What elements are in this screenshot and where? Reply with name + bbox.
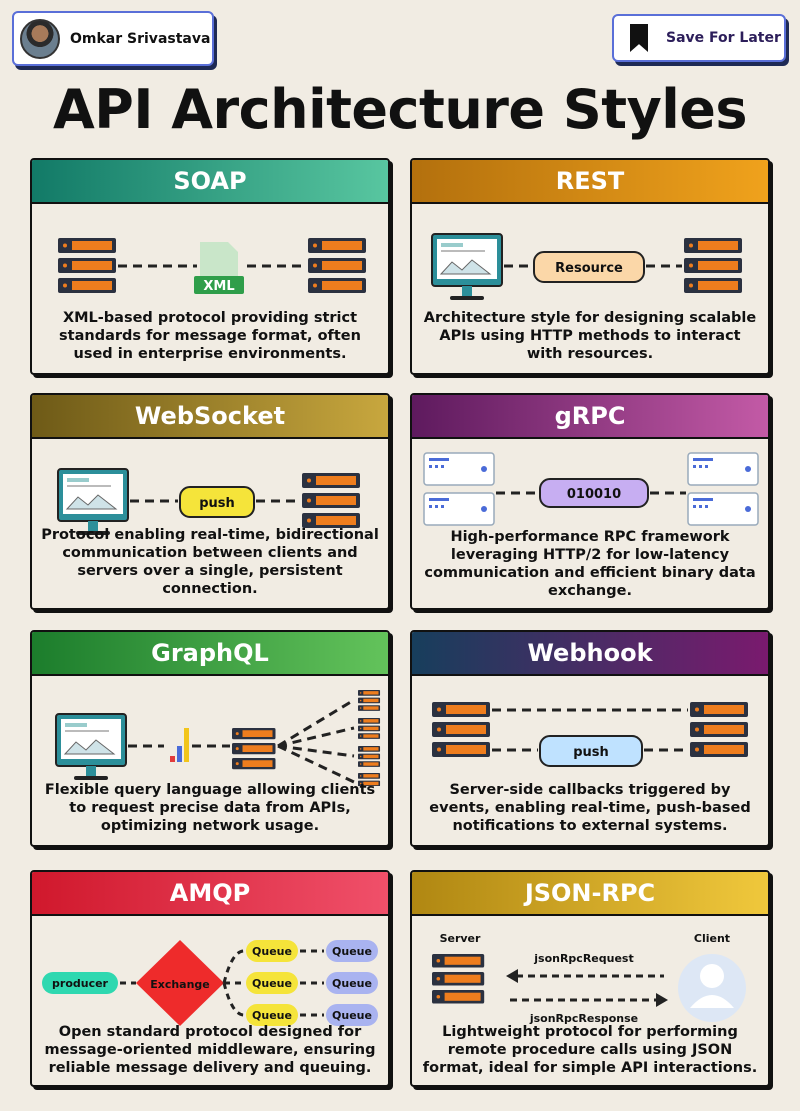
card-description: XML-based protocol providing strict stan… xyxy=(59,310,361,362)
server-rack-icon xyxy=(687,492,759,526)
json-rpc-diagram: Server jsonRpcRequest jsonRpcResponse Cl… xyxy=(432,932,746,1025)
exchange-label: Exchange xyxy=(150,978,210,991)
producer-label: producer xyxy=(52,977,109,990)
avatar xyxy=(20,18,60,59)
card-webhook: Webhook push Server-side callbacks trigg… xyxy=(410,630,770,847)
server-icon xyxy=(690,702,748,757)
server-icon xyxy=(232,728,276,770)
card-description: Architecture style for designing scalabl… xyxy=(423,310,757,362)
rest-diagram: Resource xyxy=(431,233,742,301)
arrow-left-icon xyxy=(506,969,518,983)
card-title: JSON-RPC xyxy=(412,872,768,916)
push-pill xyxy=(539,735,643,767)
card-description: Flexible query language allowing clients… xyxy=(44,782,376,834)
webhook-diagram: push xyxy=(432,702,748,767)
card-soap: SOAP XML XML-based protocol providing st… xyxy=(30,158,390,375)
card-description: Protocol enabling real-time, bidirection… xyxy=(41,527,379,597)
client-avatar-icon xyxy=(678,954,746,1022)
server-icon xyxy=(358,718,381,739)
exchange-diamond xyxy=(136,940,224,1026)
binary-pill xyxy=(539,478,649,508)
card-rest: REST Resource Architecture style for des… xyxy=(410,158,770,375)
bookmark-icon xyxy=(630,24,648,52)
card-title: SOAP xyxy=(32,160,388,204)
server-label: Server xyxy=(440,932,481,945)
push-label: push xyxy=(573,745,609,760)
xml-tag: XML xyxy=(203,279,234,294)
save-label: Save For Later xyxy=(666,30,781,46)
card-title: REST xyxy=(412,160,768,204)
server-rack-icon xyxy=(687,452,759,486)
card-json-rpc: JSON-RPC Server jsonRpcRequest jsonRpcRe… xyxy=(410,870,770,1087)
card-grpc: gRPC 010010 High-performance RPC framewo… xyxy=(410,393,770,610)
card-title: gRPC xyxy=(412,395,768,439)
push-label: push xyxy=(199,496,235,511)
queue-label: Queue xyxy=(332,945,372,958)
resource-label: Resource xyxy=(555,261,623,276)
author-name: Omkar Srivastava xyxy=(70,30,211,47)
websocket-diagram: push xyxy=(57,468,360,536)
soap-diagram: XML xyxy=(58,238,366,294)
queue-label: Queue xyxy=(252,977,292,990)
bar-chart-icon xyxy=(170,728,189,762)
server-icon xyxy=(684,238,742,293)
save-for-later-button[interactable]: Save For Later xyxy=(612,14,786,62)
card-title: WebSocket xyxy=(32,395,388,439)
amqp-diagram: producer Exchange Queue Queue Queue Queu… xyxy=(42,940,378,1026)
response-label: jsonRpcResponse xyxy=(529,1012,638,1025)
queue-label: Queue xyxy=(252,1009,292,1022)
server-rack-icon xyxy=(423,452,495,486)
card-graphql: GraphQL Flexible query language allowing… xyxy=(30,630,390,847)
arrow-right-icon xyxy=(656,993,668,1007)
resource-pill xyxy=(533,251,645,283)
card-title: AMQP xyxy=(32,872,388,916)
server-icon xyxy=(432,702,490,757)
server-icon xyxy=(308,238,366,293)
monitor-icon xyxy=(431,233,503,301)
page-title: API Architecture Styles xyxy=(52,78,748,141)
server-icon xyxy=(358,690,381,711)
queue-label: Queue xyxy=(252,945,292,958)
client-label: Client xyxy=(694,932,730,945)
queue-label: Queue xyxy=(332,977,372,990)
card-title: GraphQL xyxy=(32,632,388,676)
author-badge[interactable]: Omkar Srivastava xyxy=(12,11,214,66)
request-label: jsonRpcRequest xyxy=(533,952,633,965)
card-websocket: WebSocket push Protocol enabling real-ti… xyxy=(30,393,390,610)
graphql-diagram xyxy=(55,690,381,786)
producer-pill xyxy=(42,972,118,994)
server-icon xyxy=(432,954,485,1004)
card-description: Server-side callbacks triggered by event… xyxy=(429,782,751,834)
xml-file-icon: XML xyxy=(194,242,244,294)
server-icon xyxy=(58,238,116,293)
binary-label: 010010 xyxy=(567,487,621,502)
card-title: Webhook xyxy=(412,632,768,676)
card-description: Lightweight protocol for performing remo… xyxy=(422,1024,758,1076)
server-rack-icon xyxy=(423,492,495,526)
card-description: Open standard protocol designed for mess… xyxy=(44,1024,376,1076)
card-amqp: AMQP producer Exchange Queue Queue Queue… xyxy=(30,870,390,1087)
monitor-icon xyxy=(55,713,127,781)
queue-label: Queue xyxy=(332,1009,372,1022)
server-icon xyxy=(302,473,360,528)
push-pill xyxy=(179,486,255,518)
grpc-diagram: 010010 xyxy=(423,452,759,526)
card-description: High-performance RPC framework leveragin… xyxy=(424,529,756,599)
server-icon xyxy=(358,746,381,767)
